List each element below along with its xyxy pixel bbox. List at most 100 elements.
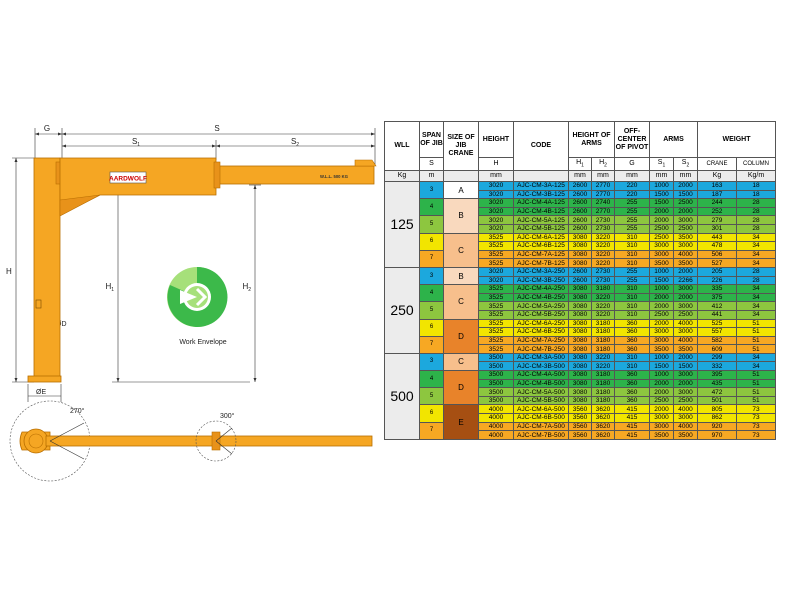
h2-cell: 3620 (591, 413, 615, 423)
height-cell: 3525 (478, 292, 514, 303)
column-weight-cell: 51 (736, 335, 776, 346)
code-cell: AJC-CM-3A-500 (513, 352, 569, 363)
wll-cell: 250 (384, 266, 420, 354)
column-weight-cell: 73 (736, 421, 776, 432)
column-weight-cell: 51 (736, 387, 776, 397)
height-cell: 3020 (478, 189, 514, 200)
column-weight-cell: 28 (736, 215, 776, 225)
span-cell: 7 (419, 335, 444, 354)
subheader-s1: S1 (649, 157, 674, 171)
s1-cell: 3500 (649, 258, 674, 268)
g-cell: 255 (614, 275, 650, 286)
height-cell: 3020 (478, 181, 514, 191)
dim-label-h2: H2 (242, 282, 251, 293)
size-cell: D (443, 318, 479, 354)
g-cell: 360 (614, 318, 650, 329)
h2-cell: 3220 (591, 352, 615, 363)
h2-cell: 3220 (591, 361, 615, 372)
header-offcenter: OFF-CENTER OF PIVOT (614, 121, 650, 158)
subheader-height: H (478, 157, 514, 171)
code-cell: AJC-CM-6A-125 (513, 232, 569, 243)
height-cell: 4000 (478, 421, 514, 432)
g-cell: 310 (614, 352, 650, 363)
column-weight-cell: 28 (736, 266, 776, 277)
dim-label-s1: S1 (132, 137, 140, 148)
h2-cell: 3220 (591, 241, 615, 251)
height-cell: 3525 (478, 284, 514, 294)
height-cell: 3020 (478, 215, 514, 225)
dim-label-s: S (214, 124, 219, 133)
s2-cell: 3000 (673, 284, 698, 294)
g-cell: 415 (614, 404, 650, 415)
crane-weight-cell: 163 (697, 181, 737, 191)
span-cell: 3 (419, 180, 444, 200)
code-cell: AJC-CM-3B-250 (513, 275, 569, 286)
s2-cell: 3500 (673, 430, 698, 440)
crane-plan-view (9, 400, 373, 482)
unit-s1: mm (649, 170, 674, 182)
crane-weight-cell: 205 (697, 266, 737, 277)
wll-cell: 500 (384, 352, 420, 440)
h1-cell: 3080 (568, 249, 592, 260)
subheader-column: COLUMN (736, 157, 776, 171)
s1-cell: 2000 (649, 301, 674, 311)
h2-cell: 3620 (591, 421, 615, 432)
s2-cell: 3500 (673, 232, 698, 243)
crane-weight-cell: 525 (697, 318, 737, 329)
jib-crane-drawing: G S S1 S2 H H1 H2 ØD ØE AARDWOLF W.L.L. … (6, 124, 377, 482)
h1-cell: 3560 (568, 413, 592, 423)
dim-label-g: G (44, 124, 50, 133)
s1-cell: 2500 (649, 223, 674, 234)
height-cell: 3020 (478, 266, 514, 277)
column-weight-cell: 34 (736, 352, 776, 363)
s2-cell: 2000 (673, 181, 698, 191)
span-cell: 6 (419, 232, 444, 251)
h2-cell: 3180 (591, 378, 615, 389)
column-weight-cell: 28 (736, 223, 776, 234)
work-envelope-icon (167, 266, 228, 327)
h1-cell: 3080 (568, 292, 592, 303)
h2-cell: 3220 (591, 309, 615, 320)
header-height: HEIGHT (478, 121, 514, 158)
h2-cell: 2730 (591, 223, 615, 234)
crane-weight-cell: 478 (697, 241, 737, 251)
code-cell: AJC-CM-7B-125 (513, 258, 569, 268)
height-cell: 3500 (478, 352, 514, 363)
crane-weight-cell: 862 (697, 413, 737, 423)
h2-cell: 2730 (591, 275, 615, 286)
h1-cell: 3080 (568, 395, 592, 406)
h2-cell: 2770 (591, 189, 615, 200)
column-weight-cell: 34 (736, 249, 776, 260)
s1-cell: 1000 (649, 352, 674, 363)
wll-plate: W.L.L. 500 KG (320, 174, 348, 179)
s1-cell: 1000 (649, 181, 674, 191)
h1-cell: 3080 (568, 387, 592, 397)
s1-cell: 1000 (649, 284, 674, 294)
column-weight-cell: 51 (736, 378, 776, 389)
size-cell: C (443, 352, 479, 372)
s1-cell: 2000 (649, 378, 674, 389)
header-size: SIZE OF JIB CRANE (443, 121, 479, 171)
unit-size (443, 170, 479, 182)
h2-cell: 3180 (591, 318, 615, 329)
code-cell: AJC-CM-3A-125 (513, 181, 569, 191)
span-cell: 7 (419, 421, 444, 440)
h2-cell: 3180 (591, 327, 615, 337)
unit-column: Kg/m (736, 170, 776, 182)
g-cell: 360 (614, 395, 650, 406)
s2-cell: 3500 (673, 258, 698, 268)
span-cell: 5 (419, 301, 444, 320)
s2-cell: 2000 (673, 292, 698, 303)
span-cell: 7 (419, 249, 444, 268)
s1-cell: 2000 (649, 292, 674, 303)
code-cell: AJC-CM-5B-125 (513, 223, 569, 234)
h2-cell: 2770 (591, 206, 615, 217)
header-weight: WEIGHT (697, 121, 776, 158)
code-cell: AJC-CM-5B-500 (513, 395, 569, 406)
crane-weight-cell: 252 (697, 206, 737, 217)
code-cell: AJC-CM-6A-500 (513, 404, 569, 415)
